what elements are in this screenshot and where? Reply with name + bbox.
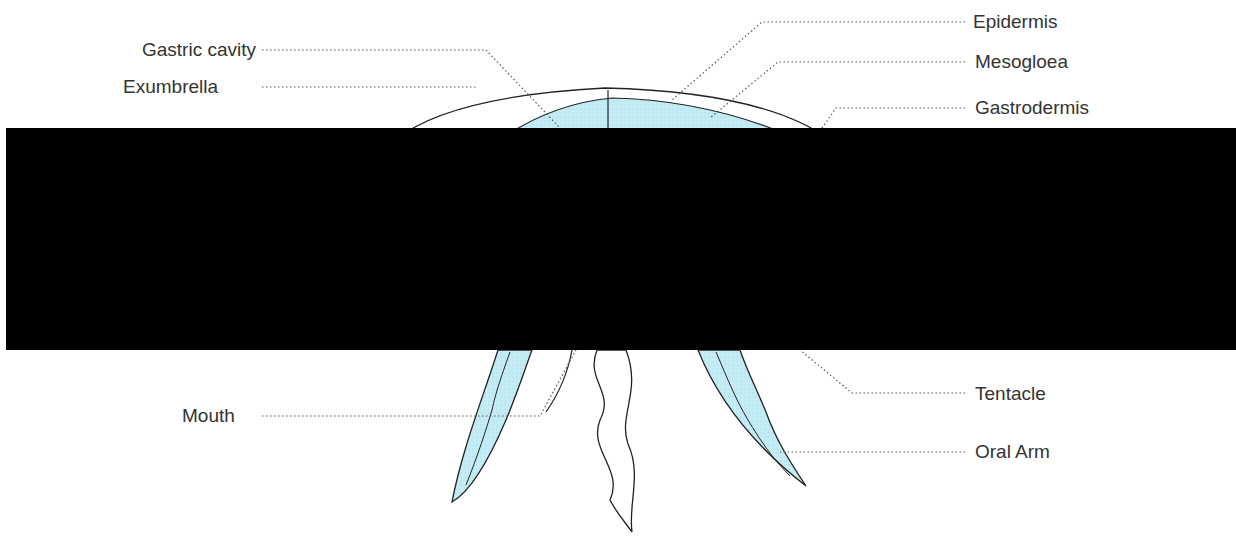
leader-line <box>672 22 965 100</box>
leader-line <box>780 451 965 452</box>
tentacle-shape <box>594 350 634 532</box>
oral-arm-fold <box>466 352 510 485</box>
oral-arm-fold <box>716 352 790 476</box>
leader-line <box>262 350 576 416</box>
leader-line <box>710 62 965 118</box>
part-label: Gastric cavity <box>142 39 256 61</box>
leader-line <box>262 86 476 87</box>
part-label: Exumbrella <box>123 76 218 98</box>
oral-arm <box>452 350 532 502</box>
leader-line <box>262 50 560 128</box>
part-label: Mesogloea <box>975 51 1068 73</box>
mouth-edge <box>546 350 572 412</box>
leader-line <box>822 108 965 128</box>
oral-arm <box>698 350 806 486</box>
leader-line <box>800 350 965 393</box>
part-label: Tentacle <box>975 383 1046 405</box>
part-label: Gastrodermis <box>975 97 1089 119</box>
redaction-bar <box>6 128 1236 350</box>
part-label: Epidermis <box>973 11 1057 33</box>
part-label: Oral Arm <box>975 441 1050 463</box>
part-label: Mouth <box>182 405 235 427</box>
